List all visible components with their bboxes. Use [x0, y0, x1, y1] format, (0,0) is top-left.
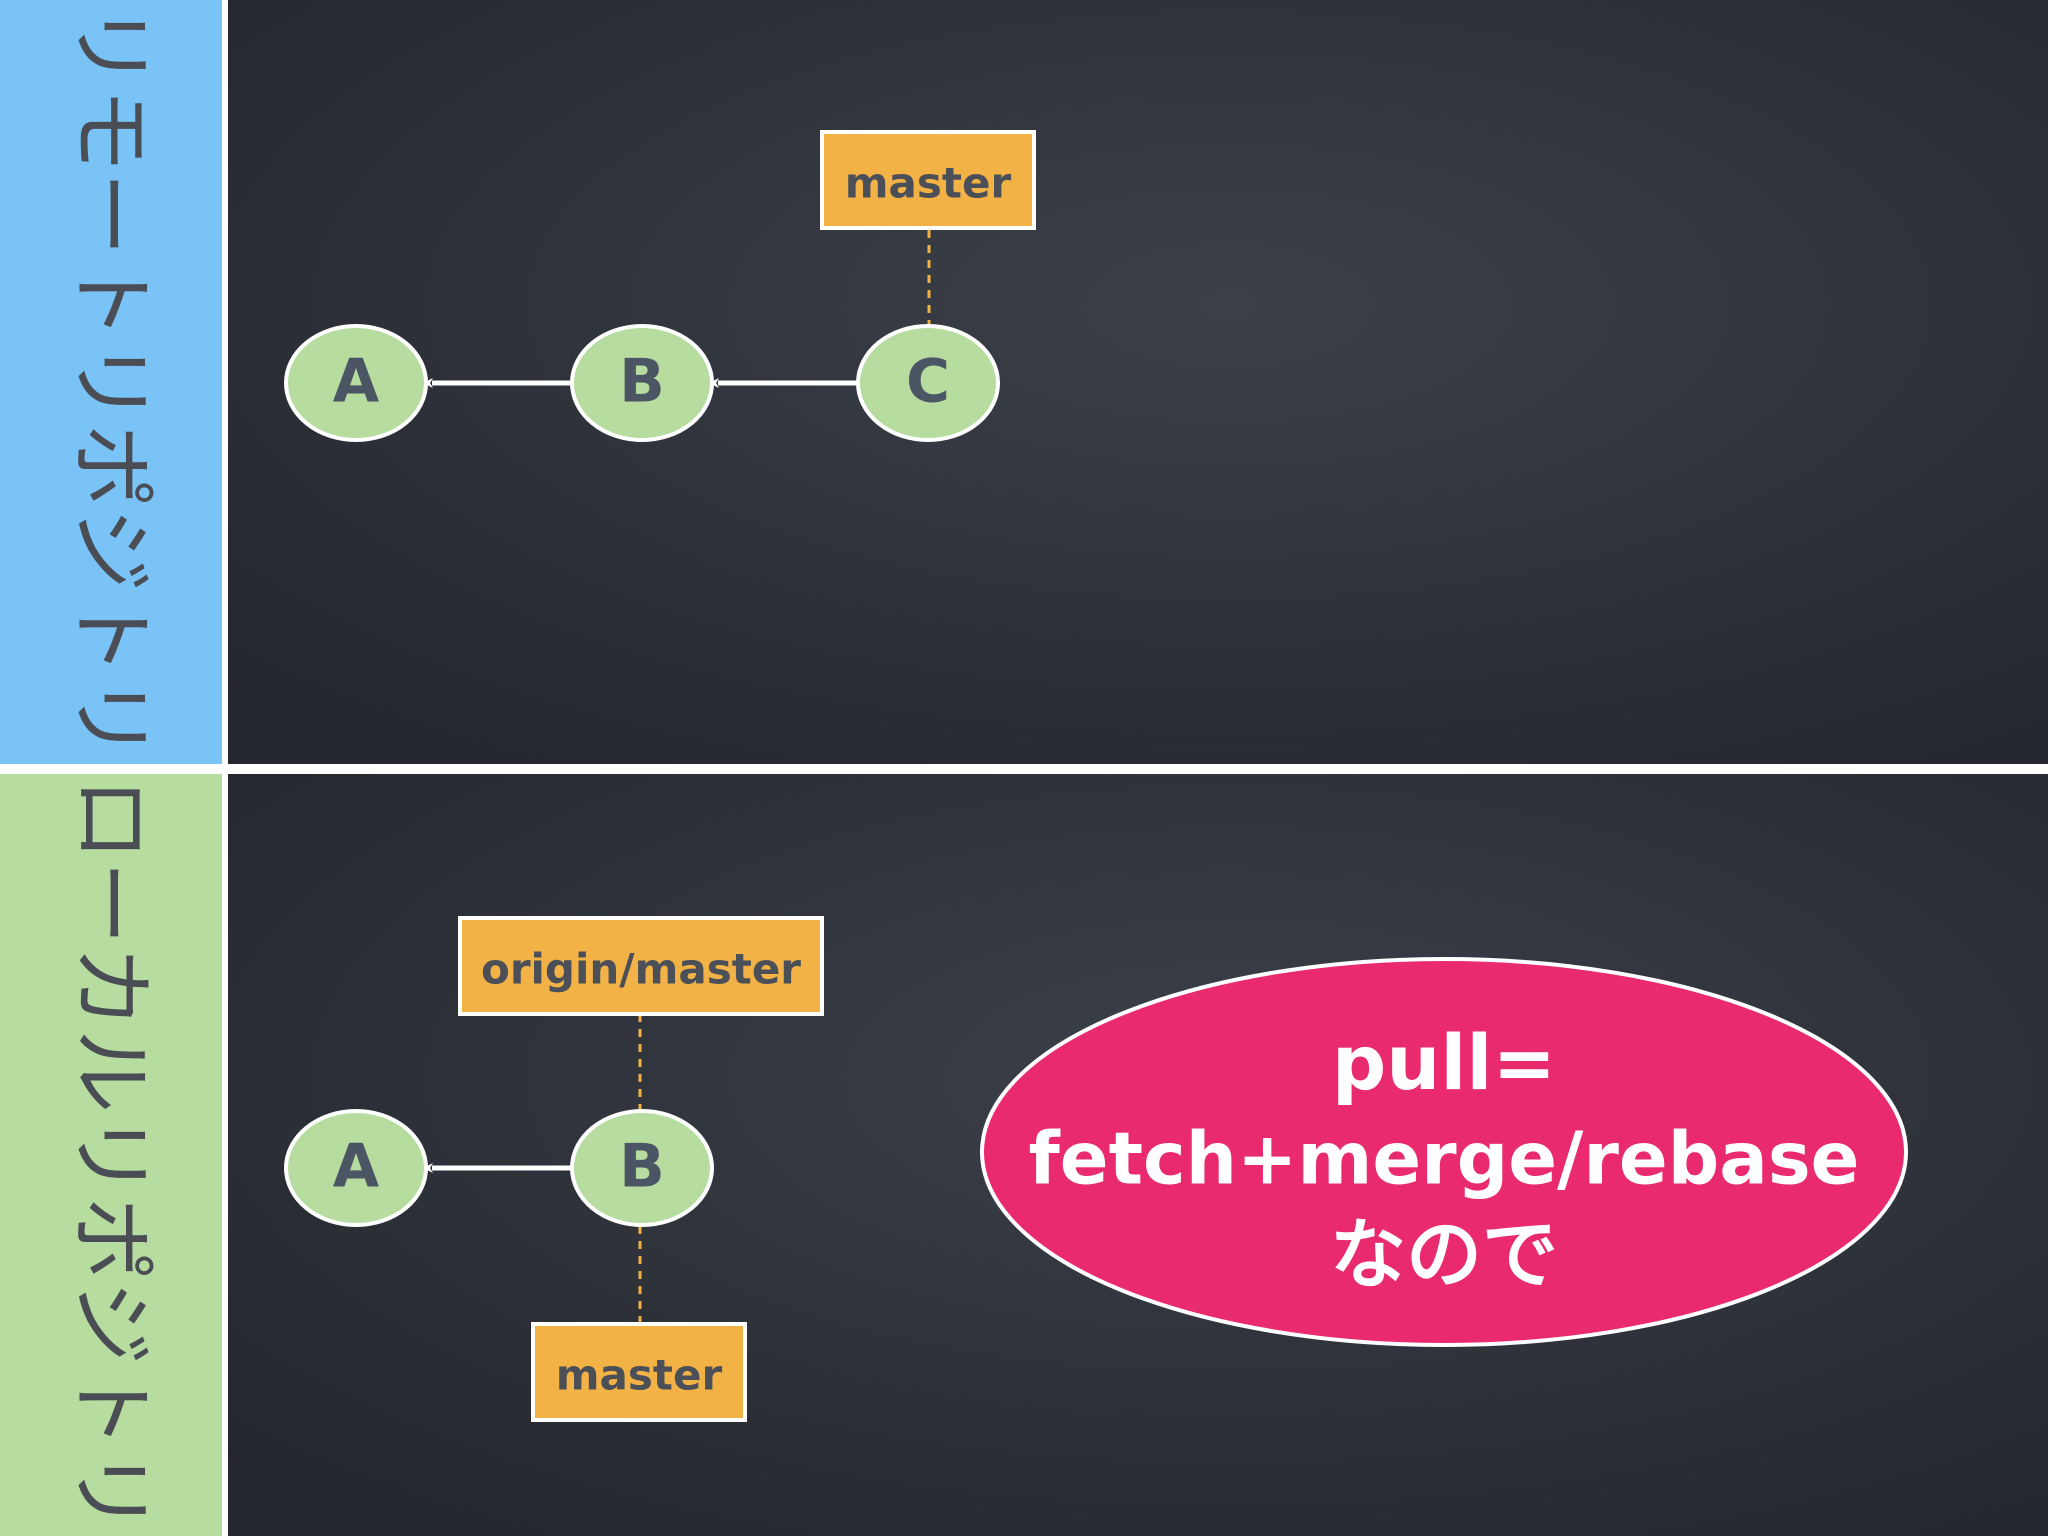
- remote-commit-a[interactable]: A: [284, 324, 428, 442]
- local-commit-a[interactable]: A: [284, 1109, 428, 1227]
- local-origin-master-ref[interactable]: origin/master: [458, 916, 824, 1016]
- local-commit-a-label: A: [333, 1132, 380, 1202]
- remote-band-label: リモートリポジトリ: [62, 4, 160, 760]
- remote-commit-c-label: C: [906, 347, 950, 417]
- local-origin-master-ref-label: origin/master: [481, 945, 801, 994]
- local-band: [0, 774, 222, 1536]
- callout-line-3: なので: [1330, 1210, 1558, 1299]
- local-master-ref[interactable]: master: [531, 1322, 747, 1422]
- local-band-label: ローカルリポジトリ: [62, 777, 160, 1533]
- remote-commit-c[interactable]: C: [856, 324, 1000, 442]
- remote-master-ref[interactable]: master: [820, 130, 1036, 230]
- remote-master-ref-label: master: [845, 159, 1012, 208]
- pull-callout: pull= fetch+merge/rebase なので: [980, 957, 1908, 1347]
- local-master-ref-label: master: [556, 1351, 723, 1400]
- remote-commit-b-label: B: [619, 347, 665, 417]
- callout-line-1: pull=: [1332, 1018, 1556, 1107]
- remote-band: [0, 0, 222, 764]
- callout-line-2: fetch+merge/rebase: [1028, 1117, 1859, 1201]
- local-commit-b-label: B: [619, 1132, 665, 1202]
- remote-commit-a-label: A: [333, 347, 380, 417]
- horizontal-divider: [0, 764, 2048, 774]
- remote-commit-b[interactable]: B: [570, 324, 714, 442]
- local-commit-b[interactable]: B: [570, 1109, 714, 1227]
